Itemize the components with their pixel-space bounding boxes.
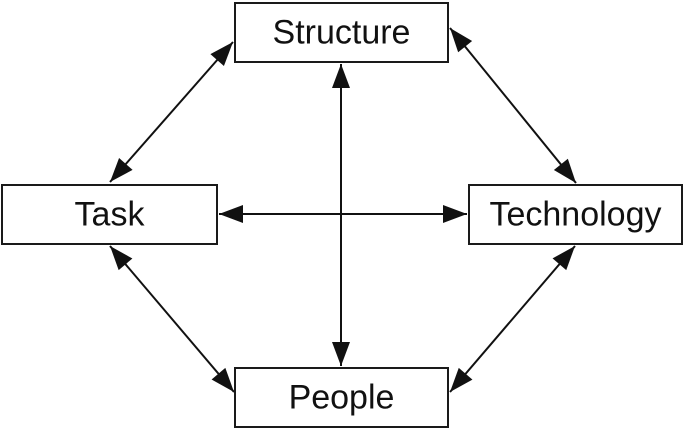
arrowhead-people <box>211 367 234 392</box>
arrowhead-structure <box>210 42 233 66</box>
node-structure: Structure <box>234 2 449 63</box>
arrowhead-technology <box>553 158 576 183</box>
arrowhead-people <box>450 367 473 392</box>
node-people-label: People <box>289 379 395 417</box>
node-task-label: Task <box>75 196 146 234</box>
edges-layer <box>109 27 577 393</box>
arrowhead-people <box>332 342 350 366</box>
node-technology: Technology <box>468 184 683 245</box>
arrow-line-task-people <box>109 245 235 393</box>
arrowhead-task <box>219 205 243 223</box>
arrow-line-structure-task <box>109 41 234 183</box>
arrowhead-task <box>110 158 133 182</box>
node-structure-label: Structure <box>273 14 411 52</box>
arrowhead-task <box>110 246 133 271</box>
arrowhead-technology <box>552 246 575 271</box>
arrow-line-structure-technology <box>449 27 577 184</box>
node-technology-label: Technology <box>489 196 661 234</box>
arrowhead-structure <box>450 28 473 53</box>
node-task: Task <box>1 184 218 245</box>
arrow-structure-technology <box>449 27 577 184</box>
arrow-task-technology <box>219 205 467 223</box>
arrow-structure-task <box>109 41 234 183</box>
arrow-line-technology-people <box>449 245 576 393</box>
arrowhead-technology <box>443 205 467 223</box>
node-people: People <box>234 367 449 428</box>
arrowhead-structure <box>332 64 350 88</box>
arrow-task-people <box>109 245 235 393</box>
arrow-technology-people <box>449 245 576 393</box>
